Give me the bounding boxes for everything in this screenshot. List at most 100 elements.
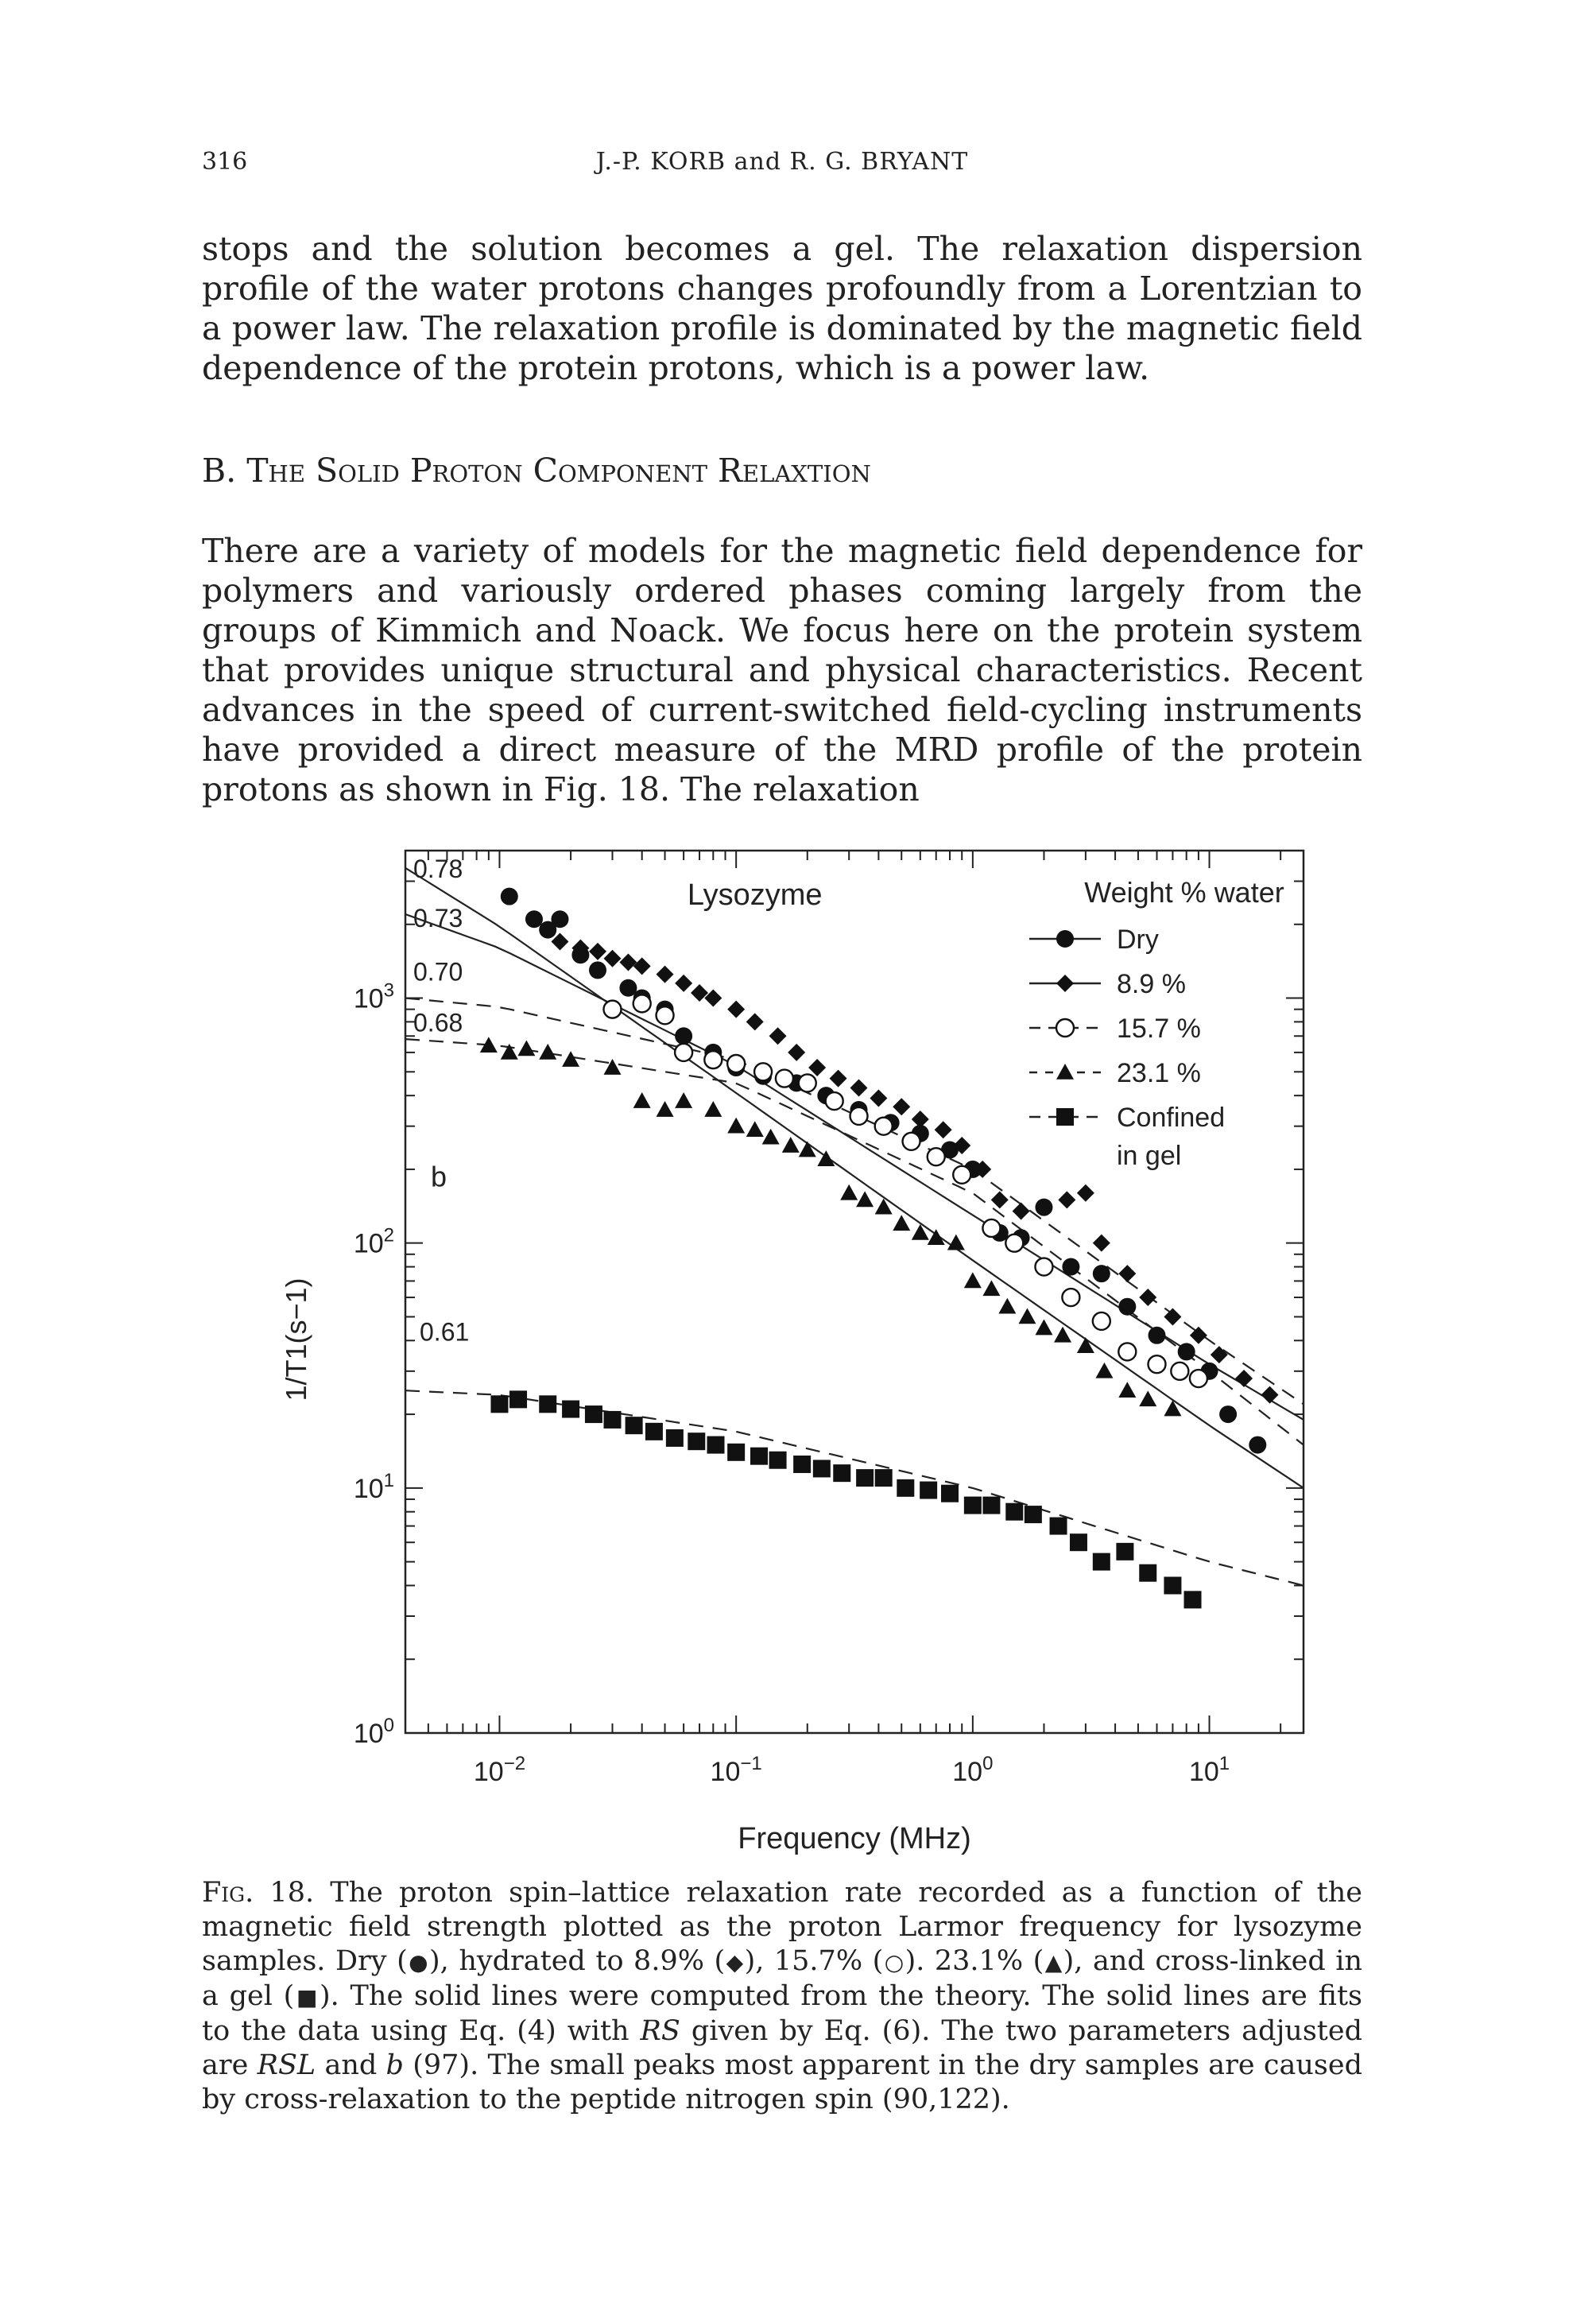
legend-label: 23.1 % bbox=[1117, 1058, 1201, 1088]
data-point bbox=[940, 1484, 959, 1502]
data-point bbox=[788, 1043, 806, 1061]
plot-frame bbox=[404, 849, 1305, 1735]
data-point bbox=[500, 887, 518, 905]
hydrated-8-9-symbol: ◆ bbox=[725, 1949, 745, 1975]
data-point bbox=[688, 1433, 706, 1451]
data-point bbox=[1024, 1506, 1042, 1524]
data-point bbox=[490, 1395, 509, 1413]
data-point bbox=[675, 1092, 693, 1108]
data-point bbox=[588, 961, 606, 979]
data-point bbox=[1034, 1257, 1054, 1277]
data-point bbox=[746, 1013, 764, 1031]
data-point bbox=[897, 1479, 915, 1497]
data-point bbox=[656, 965, 674, 983]
data-point bbox=[990, 1191, 1009, 1209]
data-point bbox=[840, 1184, 858, 1200]
data-point bbox=[1164, 1576, 1182, 1595]
x-tick-label: 101 bbox=[1189, 1753, 1230, 1787]
curve-label: 0.68 bbox=[413, 1009, 463, 1037]
data-point bbox=[1069, 1533, 1087, 1552]
data-point bbox=[509, 1390, 528, 1409]
series-8-9- bbox=[539, 921, 1279, 1404]
data-point bbox=[525, 910, 543, 929]
data-point bbox=[1035, 1198, 1053, 1216]
data-point bbox=[656, 1101, 674, 1117]
data-point bbox=[691, 983, 709, 1002]
y-tick-label: 103 bbox=[354, 980, 394, 1014]
data-point bbox=[633, 1092, 651, 1108]
data-point bbox=[856, 1191, 874, 1208]
data-point bbox=[874, 1116, 893, 1136]
data-point bbox=[947, 1234, 965, 1250]
data-point bbox=[1177, 1343, 1195, 1361]
data-point bbox=[584, 1405, 602, 1424]
curve-label: 0.61 bbox=[420, 1317, 469, 1346]
data-point bbox=[704, 989, 722, 1007]
legend-title: Weight % water bbox=[1084, 876, 1284, 909]
data-point bbox=[571, 939, 590, 957]
data-point bbox=[870, 1089, 888, 1107]
data-point bbox=[1139, 1289, 1157, 1307]
data-point bbox=[1139, 1564, 1157, 1582]
series-confined-in-gel bbox=[490, 1390, 1202, 1609]
data-point bbox=[1118, 1382, 1137, 1398]
data-point bbox=[588, 942, 606, 960]
legend-label: Confined bbox=[1117, 1103, 1225, 1133]
data-point bbox=[963, 1272, 982, 1289]
hydrated-23-1-symbol: ▲ bbox=[1044, 1949, 1063, 1975]
data-point bbox=[673, 1042, 694, 1063]
data-point bbox=[769, 1451, 787, 1469]
legend-marker bbox=[1056, 930, 1074, 948]
data-point bbox=[1018, 1308, 1036, 1324]
data-point bbox=[655, 1006, 675, 1025]
data-point bbox=[781, 1137, 800, 1153]
data-point bbox=[539, 921, 557, 939]
data-point bbox=[824, 1091, 844, 1111]
data-point bbox=[603, 1410, 622, 1429]
series-23-1- bbox=[479, 1037, 1182, 1417]
chart-title: Lysozyme bbox=[688, 878, 823, 912]
data-point bbox=[1118, 1297, 1137, 1316]
data-point bbox=[1164, 1308, 1182, 1326]
data-point bbox=[893, 1098, 911, 1116]
data-point bbox=[982, 1218, 1001, 1239]
legend-label: in gel bbox=[1117, 1141, 1181, 1171]
data-point bbox=[1049, 1517, 1067, 1535]
curve-label: 0.73 bbox=[413, 904, 463, 932]
data-point bbox=[1118, 1342, 1137, 1362]
data-point bbox=[746, 1121, 764, 1137]
rsl-symbol: RSL bbox=[257, 2049, 316, 2081]
data-point bbox=[707, 1436, 725, 1454]
data-point bbox=[726, 1053, 746, 1074]
data-point bbox=[562, 1400, 580, 1418]
data-point bbox=[727, 1000, 746, 1018]
y-tick-label: 100 bbox=[354, 1715, 394, 1749]
data-point bbox=[727, 1117, 746, 1134]
data-point bbox=[500, 1043, 518, 1060]
data-point bbox=[703, 1049, 723, 1070]
data-point bbox=[1188, 1368, 1209, 1389]
data-point bbox=[750, 1447, 769, 1465]
legend-marker bbox=[1056, 975, 1074, 992]
data-point bbox=[479, 1037, 498, 1053]
data-point bbox=[632, 994, 652, 1014]
theory-curve-0-68 bbox=[405, 1038, 1304, 1446]
data-point bbox=[1219, 1405, 1238, 1424]
data-point bbox=[901, 1131, 921, 1152]
gel-symbol: ■ bbox=[294, 1984, 320, 2010]
x-tick-label: 100 bbox=[952, 1753, 993, 1787]
data-point bbox=[551, 910, 569, 929]
page-number: 316 bbox=[202, 148, 248, 176]
data-point bbox=[1249, 1436, 1267, 1454]
data-point bbox=[645, 1422, 663, 1440]
data-point bbox=[849, 1106, 869, 1126]
data-point bbox=[1210, 1346, 1228, 1364]
section-heading: B. The Solid Proton Component Relaxtion bbox=[202, 452, 871, 490]
data-point bbox=[911, 1111, 929, 1129]
data-point bbox=[551, 932, 569, 951]
data-point bbox=[974, 1160, 992, 1178]
data-point bbox=[1189, 1326, 1207, 1344]
series-15-7- bbox=[602, 994, 1209, 1389]
x-axis-label: Frequency (MHz) bbox=[738, 1822, 971, 1855]
